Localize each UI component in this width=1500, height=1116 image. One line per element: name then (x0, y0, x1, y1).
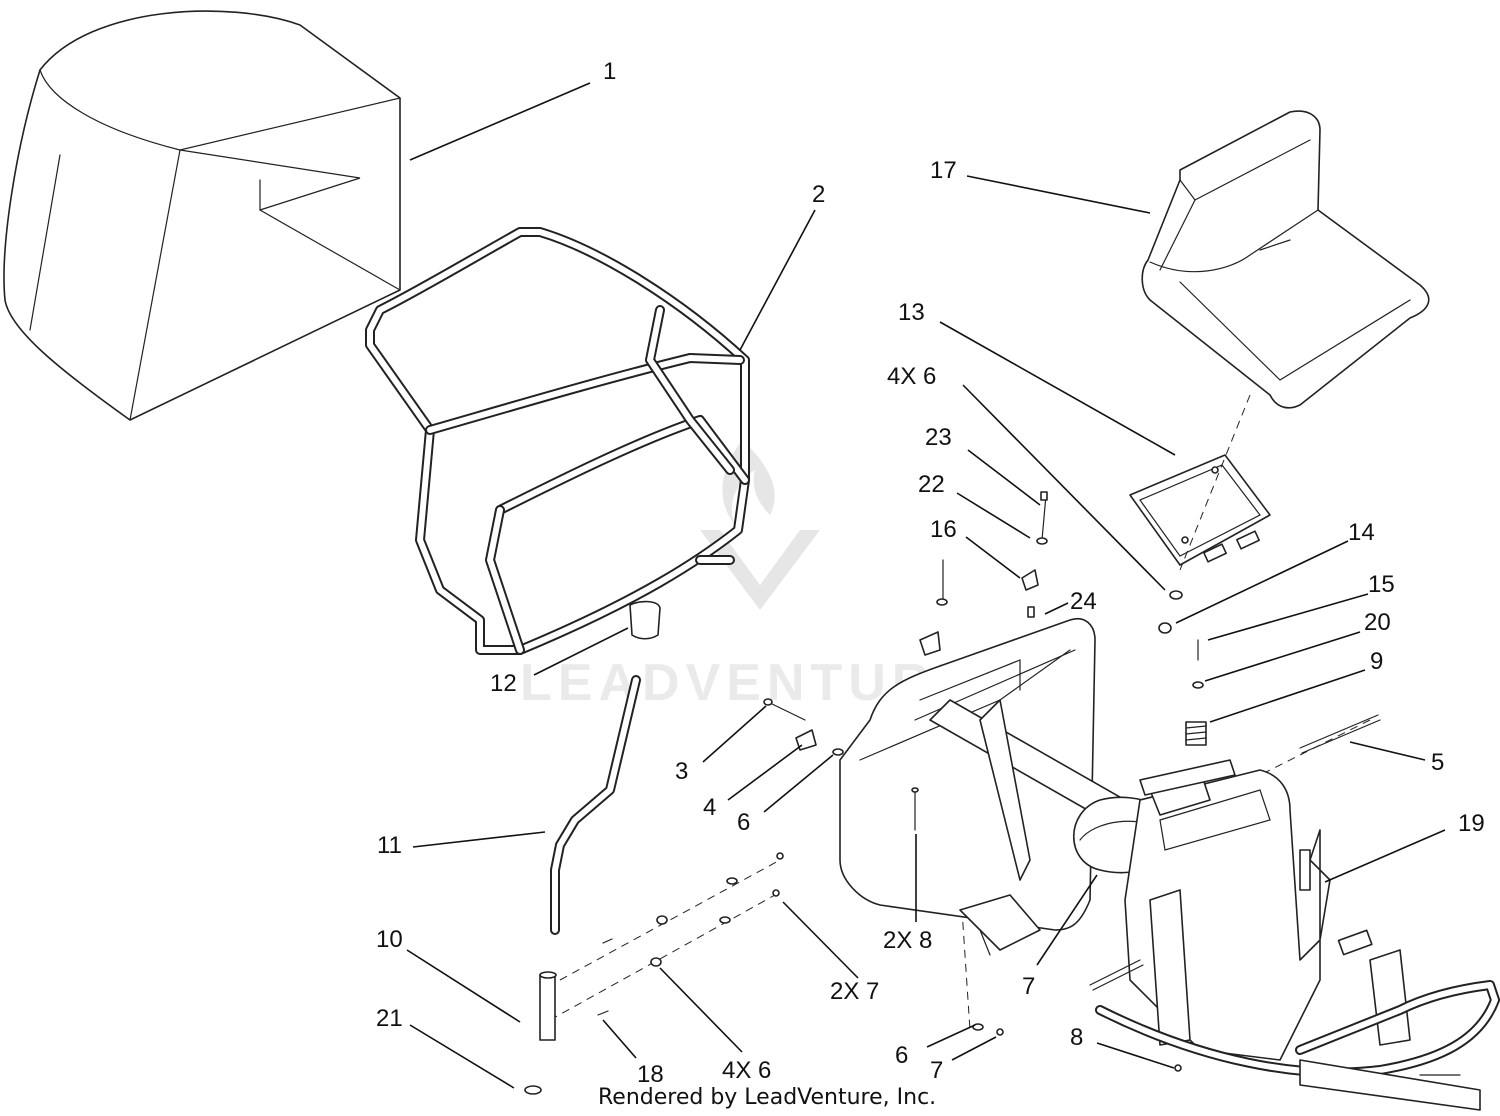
callout-2: 2 (812, 181, 825, 208)
grass-bag-cover (3, 10, 401, 421)
rod-alignment-line-lower (549, 894, 776, 1021)
seat-mounting-plate (1129, 454, 1271, 566)
callout-1: 1 (603, 58, 616, 85)
callout-7-frame: 7 (1022, 973, 1035, 1000)
callout-12: 12 (490, 670, 517, 697)
callout-18: 18 (637, 1061, 664, 1088)
seat (1141, 110, 1430, 409)
chassis-frame (839, 618, 1500, 1111)
callout-13: 13 (898, 299, 925, 326)
callout-7-lower: 7 (930, 1057, 943, 1084)
watermark-logo (700, 440, 820, 610)
callout-22: 22 (918, 471, 945, 498)
callout-3: 3 (675, 758, 688, 785)
callout-8: 8 (1070, 1024, 1083, 1051)
callout-17: 17 (930, 157, 957, 184)
callout-19: 19 (1458, 810, 1485, 837)
callout-5: 5 (1431, 749, 1444, 776)
rod-fasteners (597, 852, 1182, 1072)
callout-23: 23 (925, 424, 952, 451)
callout-14: 14 (1348, 519, 1375, 546)
bag-support-rod (524, 600, 661, 1095)
callout-9: 9 (1370, 648, 1383, 675)
callout-4x6-seat: 4X 6 (887, 363, 936, 390)
rod-alignment-line-upper (559, 859, 781, 981)
callout-4x6-rod: 4X 6 (722, 1057, 771, 1084)
bag-frame (365, 227, 750, 655)
bolt-alignment-line (959, 879, 971, 1031)
rendered-by-footer: Rendered by LeadVenture, Inc. (598, 1085, 936, 1110)
seat-alignment-line (1179, 394, 1251, 571)
callout-24: 24 (1070, 588, 1097, 615)
pivot-rod-alignment-line (1189, 719, 1371, 811)
bracket-hardware-left (763, 698, 919, 831)
leader-lines (406, 82, 1446, 1089)
callout-6-lower: 6 (895, 1042, 908, 1069)
callout-16: 16 (930, 516, 957, 543)
callout-10: 10 (376, 926, 403, 953)
callout-20: 20 (1364, 609, 1391, 636)
callout-11: 11 (377, 832, 402, 859)
callout-2x7: 2X 7 (830, 978, 879, 1005)
callout-labels: 1 2 17 13 4X 6 23 22 16 24 14 15 20 9 5 … (376, 58, 1485, 1088)
callout-4: 4 (703, 794, 716, 821)
callout-15: 15 (1368, 571, 1395, 598)
callout-21: 21 (376, 1005, 403, 1032)
callout-6-bracket: 6 (737, 809, 750, 836)
callout-2x8: 2X 8 (883, 927, 932, 954)
